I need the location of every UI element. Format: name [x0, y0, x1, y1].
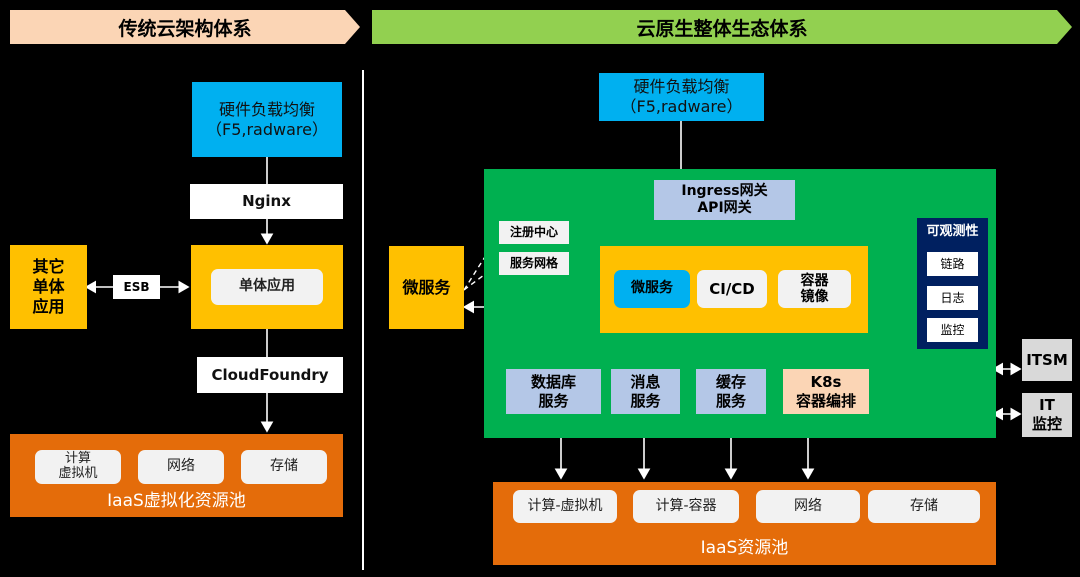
- esb-box: ESB: [113, 275, 160, 299]
- db-line1: 数据库: [530, 372, 576, 391]
- right-lb-line1: 硬件负载均衡: [633, 77, 730, 96]
- pool-compute-vm: 计算-虚拟机: [513, 490, 617, 523]
- k8s-line1: K8s: [810, 372, 842, 391]
- right-lb-line2: （F5,radware）: [620, 97, 743, 116]
- nginx-box: Nginx: [190, 184, 343, 219]
- it-monitor-line1: IT: [1039, 396, 1055, 415]
- itsm-box: ITSM: [1022, 339, 1072, 381]
- cloudfoundry-box: CloudFoundry: [197, 357, 343, 393]
- left-lb-line1: 硬件负载均衡: [218, 99, 315, 119]
- pool-compute-vm-label: 计算-虚拟机: [527, 497, 603, 514]
- obs-monitor: 监控: [927, 318, 978, 342]
- left-pool-storage-label: 存储: [270, 458, 298, 475]
- it-monitor-line2: 监控: [1031, 415, 1062, 433]
- observability-panel: 可观测性 链路 日志 监控: [917, 218, 988, 349]
- msg-line1: 消息: [630, 372, 661, 391]
- left-pool-storage: 存储: [241, 450, 327, 484]
- left-pool-network-label: 网络: [167, 458, 195, 475]
- banner-traditional: 传统云架构体系: [10, 10, 360, 44]
- right-iaas-pool: 计算-虚拟机 计算-容器 网络 存储 IaaS资源池: [493, 482, 996, 565]
- cache-line2: 服务: [715, 391, 746, 410]
- obs-trace: 链路: [927, 252, 978, 276]
- single-app: 单体应用: [211, 269, 323, 305]
- pool-network-label: 网络: [794, 497, 822, 514]
- core-container: 微服务 CI/CD 容器 镜像: [600, 246, 868, 333]
- db-line2: 服务: [538, 391, 569, 410]
- service-mesh-tag: 服务网格: [499, 252, 569, 275]
- right-pool-label: IaaS资源池: [700, 538, 789, 559]
- core-container-image: 容器 镜像: [778, 270, 851, 308]
- core-cicd: CI/CD: [697, 270, 767, 308]
- ingress-line1: Ingress网关: [681, 183, 768, 200]
- other-line3: 应用: [32, 297, 65, 316]
- left-iaas-pool: 计算 虚拟机 网络 存储 IaaS虚拟化资源池: [10, 434, 343, 517]
- banner-cloud-native: 云原生整体生态体系: [372, 10, 1072, 44]
- k8s-orchestration: K8s 容器编排: [783, 369, 869, 414]
- right-load-balancer: 硬件负载均衡 （F5,radware）: [599, 73, 764, 121]
- image-line1: 容器: [800, 272, 829, 289]
- other-apps-box: 其它 单体 应用: [10, 245, 87, 329]
- left-lb-line2: （F5,radware）: [206, 119, 328, 139]
- divider: [362, 70, 364, 570]
- message-service: 消息 服务: [611, 369, 680, 414]
- core-microservice: 微服务: [614, 270, 690, 308]
- microservice-box: 微服务: [389, 246, 464, 329]
- pool-storage: 存储: [868, 490, 980, 523]
- left-pool-compute-label: 计算 虚拟机: [58, 451, 98, 481]
- left-pool-compute: 计算 虚拟机: [35, 450, 121, 484]
- core-microservice-label: 微服务: [631, 280, 673, 297]
- pool-compute-container-label: 计算-容器: [655, 497, 717, 514]
- core-cicd-label: CI/CD: [709, 279, 755, 298]
- cache-line1: 缓存: [715, 372, 746, 391]
- msg-line2: 服务: [630, 391, 661, 410]
- ingress-gateway: Ingress网关 API网关: [654, 180, 795, 220]
- k8s-line2: 容器编排: [795, 391, 856, 410]
- observability-title: 可观测性: [926, 223, 979, 239]
- cache-service: 缓存 服务: [696, 369, 766, 414]
- image-line2: 镜像: [800, 289, 829, 305]
- ingress-line2: API网关: [697, 200, 752, 216]
- other-line2: 单体: [32, 277, 65, 296]
- single-app-label: 单体应用: [239, 278, 295, 295]
- obs-logs: 日志: [927, 286, 978, 310]
- pool-storage-label: 存储: [910, 497, 938, 514]
- registry-tag: 注册中心: [499, 221, 569, 244]
- single-app-container: 单体应用: [191, 245, 343, 329]
- it-monitor-box: IT 监控: [1022, 393, 1072, 437]
- other-line1: 其它: [32, 257, 65, 276]
- pool-compute-container: 计算-容器: [633, 490, 739, 523]
- pool-network: 网络: [756, 490, 860, 523]
- left-pool-label: IaaS虚拟化资源池: [107, 491, 246, 512]
- left-pool-network: 网络: [138, 450, 224, 484]
- database-service: 数据库 服务: [506, 369, 601, 414]
- left-load-balancer: 硬件负载均衡 （F5,radware）: [192, 82, 342, 157]
